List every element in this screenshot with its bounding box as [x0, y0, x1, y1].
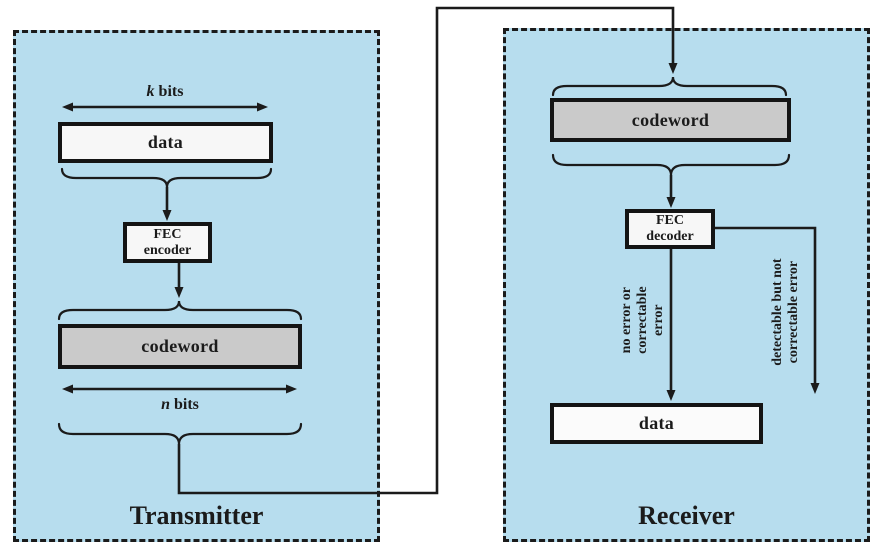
k-bits-text: bits — [154, 83, 184, 100]
tx-data-box: data — [58, 122, 273, 163]
ok-path-label: no error or correctable error — [618, 286, 667, 354]
receiver-title: Receiver — [638, 501, 735, 530]
n-bits-variable: n — [161, 396, 170, 413]
fec-decoder-line2: decoder — [646, 229, 694, 244]
k-bits-variable: k — [146, 83, 155, 100]
rx-data-box: data — [550, 403, 763, 444]
rx-data-label: data — [638, 413, 675, 433]
transmitter-panel — [13, 30, 380, 542]
fec-decoder-label: FEC decoder — [646, 213, 693, 244]
fec-encoder-label: FEC encoder — [144, 227, 191, 258]
fec-encoder-line2: encoder — [143, 242, 192, 258]
tx-codeword-label: codeword — [141, 336, 219, 356]
n-bits-text: bits — [170, 396, 199, 413]
fail-path-label: detectable but not correctable error — [769, 258, 801, 366]
tx-codeword-box: codeword — [58, 324, 302, 369]
fec-encoder-line1: FEC — [153, 226, 182, 242]
rx-codeword-label: codeword — [631, 109, 710, 130]
fec-encoder-box: FEC encoder — [123, 222, 212, 263]
fec-decoder-line1: FEC — [656, 213, 684, 229]
transmitter-title: Transmitter — [129, 501, 264, 530]
tx-data-label: data — [147, 132, 184, 152]
k-bits-label: k bits — [105, 83, 225, 101]
fec-decoder-box: FEC decoder — [625, 209, 715, 249]
n-bits-label: n bits — [120, 396, 240, 414]
rx-codeword-box: codeword — [550, 98, 791, 142]
